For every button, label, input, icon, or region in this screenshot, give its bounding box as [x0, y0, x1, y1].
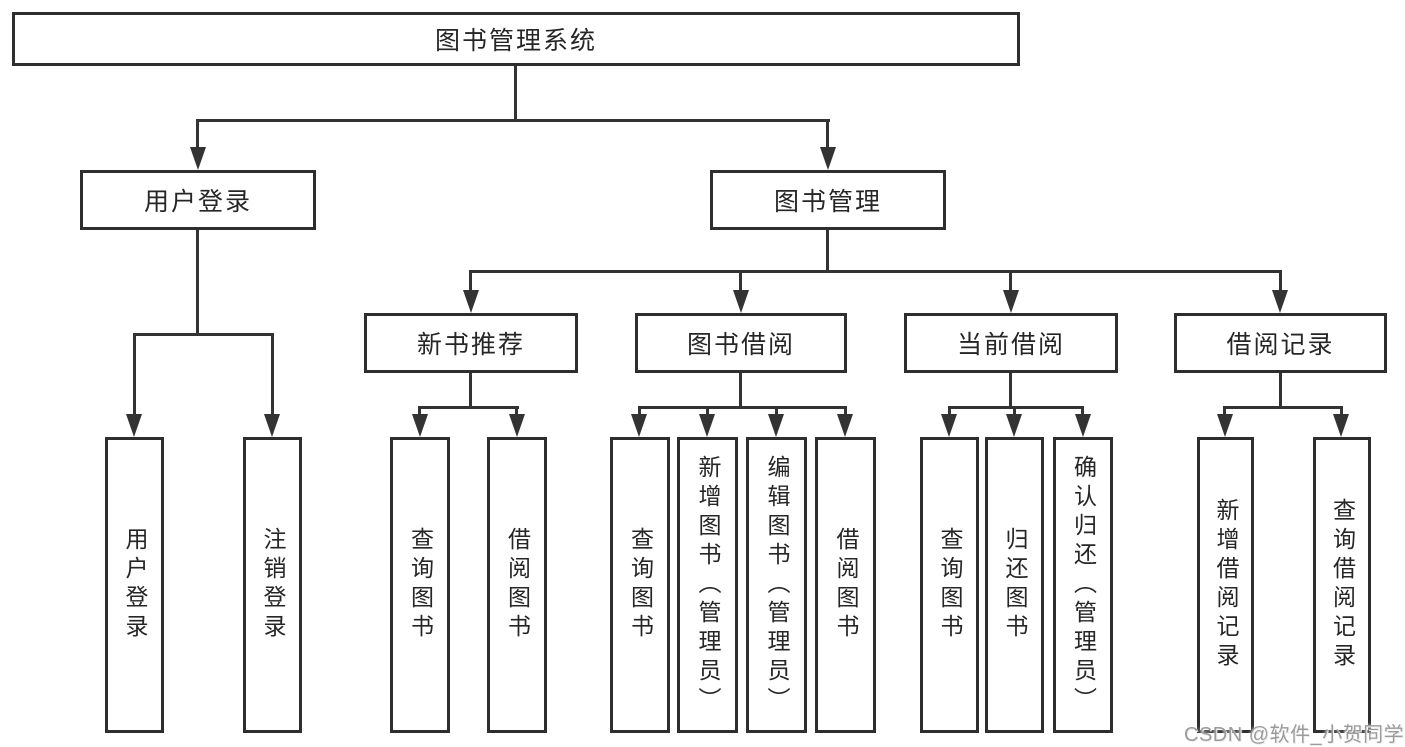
arrow-down-icon: [837, 414, 853, 437]
connector-root-stem: [514, 66, 517, 121]
connector-drop: [418, 406, 421, 418]
arrow-down-icon: [1272, 290, 1288, 313]
leaf-bb-edit-books-admin-label: 编辑图书（管理员）: [764, 454, 790, 716]
arrow-down-icon: [733, 290, 749, 313]
connector-drop-leaf-user-login: [133, 333, 136, 416]
leaf-br-query-record: 查询借阅记录: [1313, 437, 1371, 733]
arrow-down-icon: [1217, 414, 1233, 437]
leaf-cb-confirm-return-admin-label: 确认归还（管理员）: [1070, 454, 1097, 716]
arrow-down-icon: [768, 414, 784, 437]
arrow-down-icon: [699, 414, 715, 437]
leaf-cb-return-books-label: 归还图书: [1002, 527, 1028, 643]
leaf-nbr-query-books: 查询图书: [390, 437, 450, 733]
arrow-down-icon: [1003, 290, 1019, 313]
arrow-down-icon: [190, 147, 206, 170]
node-book-borrow-label: 图书借阅: [686, 331, 795, 359]
node-book-borrow: 图书借阅: [635, 313, 847, 373]
node-borrow-record-label: 借阅记录: [1226, 331, 1335, 359]
arrow-down-icon: [264, 414, 280, 437]
connector-cb-bar: [948, 406, 1084, 409]
arrow-down-icon: [126, 414, 142, 437]
arrow-down-icon: [463, 290, 479, 313]
connector-book-management-stem: [826, 230, 829, 272]
connector-drop: [1013, 406, 1016, 418]
node-new-book-recommend-label: 新书推荐: [416, 331, 525, 359]
connector-drop-book-management: [826, 119, 829, 153]
leaf-cb-confirm-return-admin: 确认归还（管理员）: [1053, 437, 1113, 733]
leaf-user-login: 用户登录: [105, 437, 164, 733]
leaf-user-login-label: 用户登录: [122, 527, 148, 643]
node-user-login: 用户登录: [80, 170, 316, 230]
arrow-down-icon: [1075, 414, 1091, 437]
connector-br-stem: [1279, 373, 1282, 408]
arrow-down-icon: [1006, 414, 1022, 437]
connector-drop-user-login: [196, 119, 199, 153]
arrow-down-icon: [820, 147, 836, 170]
node-book-management-label: 图书管理: [773, 188, 882, 216]
leaf-bb-edit-books-admin: 编辑图书（管理员）: [746, 437, 807, 733]
leaf-logout-label: 注销登录: [260, 527, 286, 643]
connector-bb-bar: [638, 406, 847, 409]
leaf-br-query-record-label: 查询借阅记录: [1329, 498, 1356, 672]
connector-drop: [775, 406, 778, 418]
connector-drop: [1223, 406, 1226, 418]
leaf-bb-query-books-label: 查询图书: [627, 527, 654, 643]
leaf-br-add-record: 新增借阅记录: [1197, 437, 1254, 733]
connector-user-login-bar: [133, 333, 274, 336]
connector-drop: [844, 406, 847, 418]
connector-drop-new-book-recommend: [469, 270, 472, 293]
connector-cb-stem: [1009, 373, 1012, 408]
leaf-bb-add-books-admin: 新增图书（管理员）: [677, 437, 738, 733]
arrow-down-icon: [412, 414, 428, 437]
arrow-down-icon: [1333, 414, 1349, 437]
csdn-watermark: CSDN @软件_小贺同学: [1184, 724, 1405, 746]
node-current-borrow-label: 当前借阅: [956, 331, 1065, 359]
leaf-nbr-borrow-books: 借阅图书: [487, 437, 547, 733]
leaf-br-add-record-label: 新增借阅记录: [1213, 498, 1239, 672]
leaf-nbr-borrow-books-label: 借阅图书: [504, 527, 531, 643]
leaf-bb-query-books: 查询图书: [610, 437, 670, 733]
leaf-logout: 注销登录: [243, 437, 302, 733]
leaf-bb-borrow-books: 借阅图书: [815, 437, 876, 733]
node-user-login-label: 用户登录: [143, 188, 252, 216]
connector-book-management-bar: [469, 270, 1282, 273]
connector-drop-leaf-logout: [271, 333, 274, 416]
connector-nbr-stem: [469, 373, 472, 408]
leaf-bb-borrow-books-label: 借阅图书: [833, 527, 859, 643]
connector-root-bar: [196, 119, 830, 122]
connector-drop-book-borrow: [739, 270, 742, 293]
node-root-label: 图书管理系统: [434, 27, 597, 55]
leaf-cb-query-books-label: 查询图书: [937, 527, 963, 643]
leaf-cb-return-books: 归还图书: [985, 437, 1044, 733]
node-new-book-recommend: 新书推荐: [364, 313, 578, 373]
connector-user-login-stem: [196, 230, 199, 336]
connector-drop-borrow-record: [1279, 270, 1282, 293]
leaf-cb-query-books: 查询图书: [920, 437, 979, 733]
leaf-nbr-query-books-label: 查询图书: [407, 527, 434, 643]
connector-drop-current-borrow: [1009, 270, 1012, 293]
connector-drop: [638, 406, 641, 418]
connector-drop: [1081, 406, 1084, 418]
node-book-management: 图书管理: [710, 170, 946, 230]
connector-drop: [948, 406, 951, 418]
connector-br-bar: [1223, 406, 1343, 409]
arrow-down-icon: [941, 414, 957, 437]
connector-nbr-bar: [418, 406, 519, 409]
arrow-down-icon: [509, 414, 525, 437]
node-borrow-record: 借阅记录: [1174, 313, 1387, 373]
connector-drop: [515, 406, 518, 418]
node-current-borrow: 当前借阅: [904, 313, 1118, 373]
node-root: 图书管理系统: [12, 12, 1020, 66]
arrow-down-icon: [631, 414, 647, 437]
leaf-bb-add-books-admin-label: 新增图书（管理员）: [695, 454, 721, 716]
connector-drop: [1340, 406, 1343, 418]
connector-bb-stem: [739, 373, 742, 408]
connector-drop: [706, 406, 709, 418]
